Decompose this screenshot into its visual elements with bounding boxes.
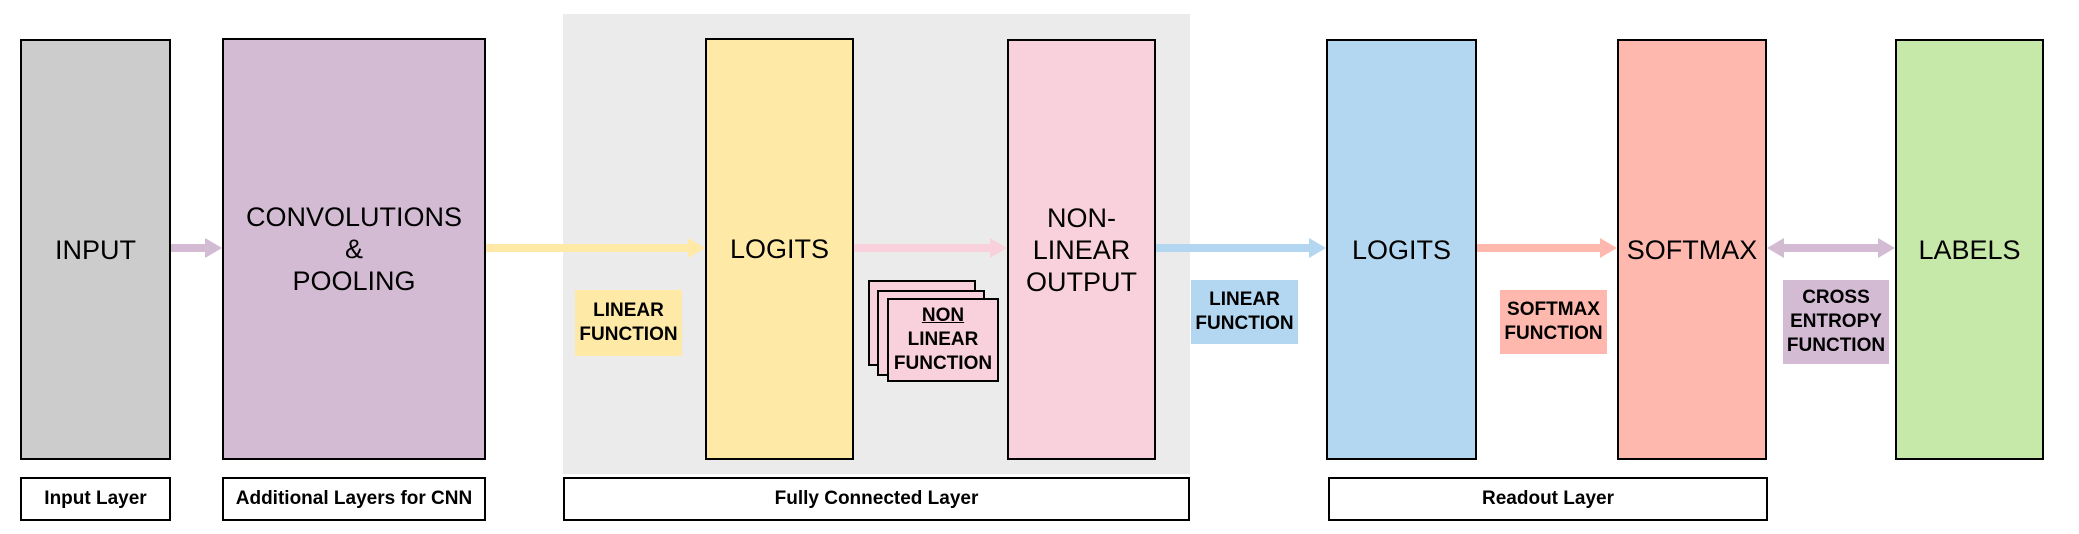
labels-block: LABELS (1895, 39, 2044, 460)
softmax-block: SOFTMAX (1617, 39, 1767, 460)
readout-layer-label: Readout Layer (1328, 477, 1768, 521)
readout-logits-block: LOGITS (1326, 39, 1477, 460)
arrow-logits-to-softmax-head (1600, 238, 1617, 258)
arrow-input-to-conv-head (205, 238, 222, 258)
additional-layers-label: Additional Layers for CNN (222, 477, 486, 521)
arrow-logits-to-nonlinear-head (990, 238, 1007, 258)
nonlinear-function-label-top: NON (921, 305, 965, 326)
cross-entropy-function-label: CROSS ENTROPY FUNCTION (1783, 280, 1889, 364)
convolutions-pooling-block: CONVOLUTIONS & POOLING (222, 38, 486, 460)
readout-linear-function-label: LINEAR FUNCTION (1191, 280, 1298, 344)
fully-connected-layer-label: Fully Connected Layer (563, 477, 1190, 521)
nonlinear-function-label-rest: LINEAR FUNCTION (893, 329, 993, 374)
nonlinear-output-block: NON- LINEAR OUTPUT (1007, 39, 1156, 460)
linear-function-label: LINEAR FUNCTION (575, 290, 682, 356)
arrow-nonlinear-to-readout-head (1309, 238, 1326, 258)
fc-logits-block: LOGITS (705, 38, 854, 460)
input-layer-label: Input Layer (20, 477, 171, 521)
softmax-function-label: SOFTMAX FUNCTION (1500, 290, 1607, 354)
arrow-softmax-labels-left-head (1767, 238, 1784, 258)
arrow-softmax-labels-right-head (1878, 238, 1895, 258)
nonlinear-function-card: NON LINEAR FUNCTION (887, 298, 999, 382)
input-block: INPUT (20, 39, 171, 460)
arrow-conv-to-logits-head (688, 238, 705, 258)
